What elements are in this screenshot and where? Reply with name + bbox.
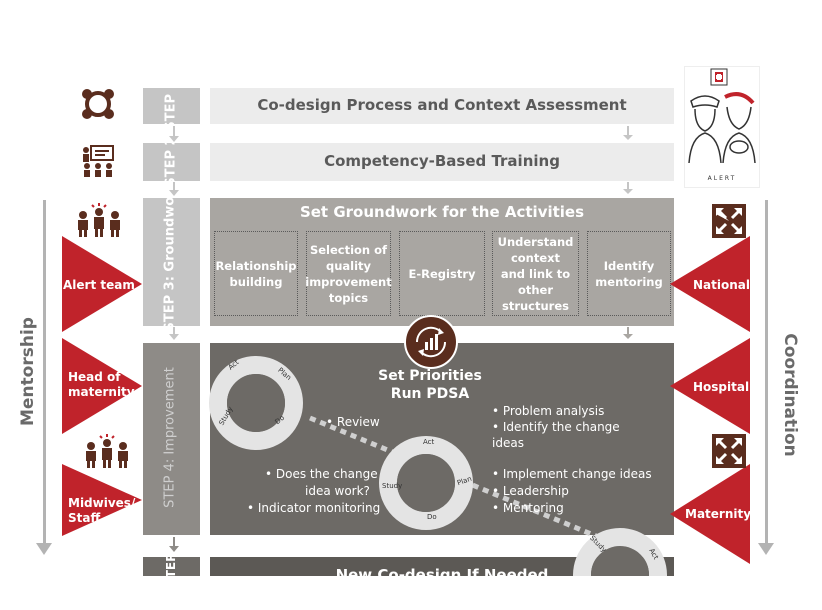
groundwork-box-understand-context: Understand context and link to other str… [492,231,579,316]
step-3-panel [210,198,674,326]
pdsa-title-line2: Run PDSA [390,386,470,402]
pdsa-left-note-2: idea work? [305,484,370,498]
step-4-tab: STEP 4: Improvement [143,343,200,535]
triangle-hospital [670,338,750,434]
coordination-axis-arrowhead [758,543,774,555]
mentorship-triangles [62,236,142,536]
pdsa-cycle-2 [379,436,473,530]
step-1-tab: STEP 1 [143,80,200,131]
mentorship-level-alert-team: Alert team [63,278,135,292]
coordination-axis-line [765,200,768,545]
coordination-level-hospital: Hospital [693,380,750,394]
pdsa-right-bottom-3: • Mentoring [492,501,564,515]
expand-arrows-icon-2 [712,434,746,468]
step-2-title: Competency-Based Training [324,152,560,170]
triangle-maternity [670,464,750,564]
step-2-bar [210,143,674,181]
pdsa-right-top-3: ideas [492,436,524,450]
pdsa-left-note-3: • Indicator monitoring [247,501,381,515]
pdsa-dotted-path [309,415,631,553]
mentorship-axis-arrowhead [36,543,52,555]
step-flow-arrows [169,126,179,552]
mentorship-axis-line [43,200,46,545]
cycle2-study-label: Study [382,482,403,490]
groundwork-box-eregistry: E-Registry [399,231,485,316]
mentorship-level-midwives: Midwives/ Staff [68,496,136,525]
triangle-national [670,236,750,332]
pdsa-cycle-3 [573,528,667,576]
pdsa-title-line1: Set Priorities [378,368,482,384]
coordination-triangles [670,236,750,564]
step-2-tab: STEP 2 [143,136,200,187]
triangle-head-of-maternity [62,338,142,434]
pdsa-right-top-2: • Identify the change [492,420,620,434]
bar-flow-arrows [623,126,633,339]
mentorship-level-head-of-maternity: Head of maternity [68,370,135,399]
groundwork-box-relationship: Relationship building [214,231,298,316]
cycle2-act-label: Act [423,438,435,446]
mentorship-label: Mentorship [18,317,38,426]
step-5-tab: STEP [143,553,200,587]
alert-logo-text: ALERT [707,175,737,182]
step-5-panel [210,557,674,576]
pdsa-right-bottom-2: • Leadership [492,484,569,498]
groundwork-box-identify-mentoring: Identify mentoring [587,231,671,316]
pdsa-chart-icon [404,315,458,369]
step-1-title: Co-design Process and Context Assessment [257,96,627,114]
coordination-level-maternity: Maternity [685,507,752,521]
pdsa-right-top-1: • Problem analysis [492,404,605,418]
step-3-title: Set Groundwork for the Activities [299,203,585,221]
step-1-bar [210,88,674,124]
coordination-label: Coordination [780,333,800,457]
team-people-icon [78,203,120,237]
expand-arrows-icon [712,204,746,238]
triangle-alert-team [62,236,142,332]
training-class-icon [83,145,114,177]
coordination-level-national: National [693,278,750,292]
pdsa-review: • Review [326,415,380,429]
pdsa-left-note-1: • Does the change [265,467,378,481]
co-design-circle-icon [82,89,114,119]
groundwork-box-selection: Selection of quality improvement topics [305,231,392,316]
cycle2-do-label: Do [427,513,437,521]
triangle-midwives [62,464,142,536]
pdsa-right-bottom-1: • Implement change ideas [492,467,652,481]
midwives-people-icon [86,434,128,468]
nurse-mother-illustration [688,68,756,164]
pdsa-cycle-1 [209,356,303,450]
alert-logo: ALERT [684,66,760,188]
step-3-tab: STEP 3: Groundwork [143,182,200,332]
